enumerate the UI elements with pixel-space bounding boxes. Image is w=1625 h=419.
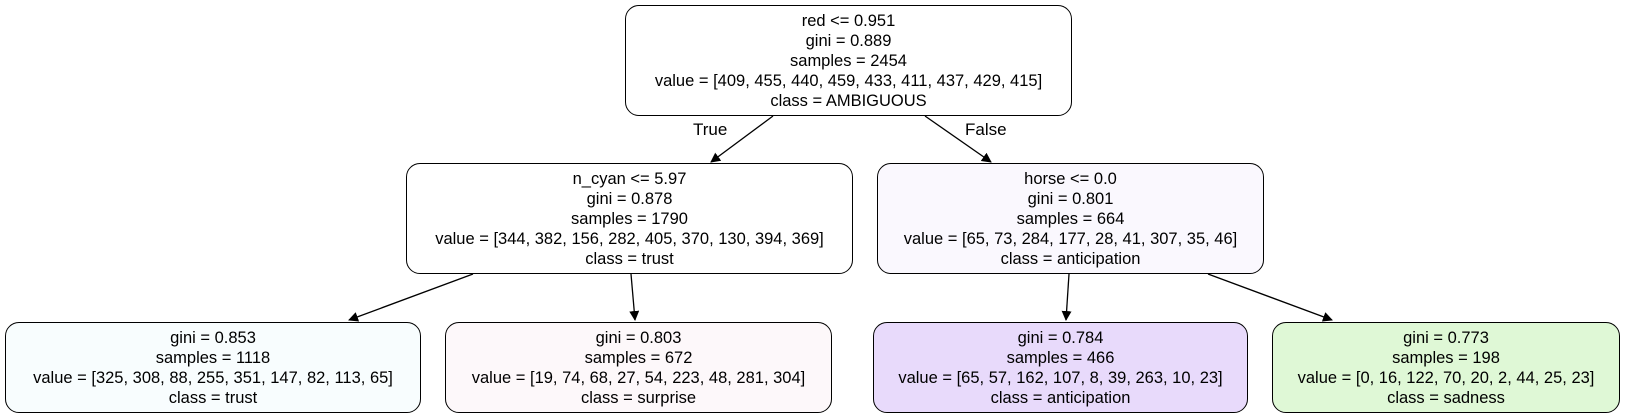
node-class: class = surprise (580, 388, 697, 407)
node-samples: samples = 198 (1392, 348, 1500, 367)
tree-leaf-left-right: gini = 0.803 samples = 672 value = [19, … (445, 322, 832, 413)
node-class: class = sadness (1387, 388, 1505, 407)
tree-node-right: horse <= 0.0 gini = 0.801 samples = 664 … (877, 163, 1264, 274)
node-value: value = [0, 16, 122, 70, 20, 2, 44, 25, … (1297, 368, 1595, 387)
node-split: horse <= 0.0 (1024, 169, 1117, 188)
tree-node-left: n_cyan <= 5.97 gini = 0.878 samples = 17… (406, 163, 853, 274)
node-gini: gini = 0.784 (1017, 328, 1104, 347)
node-gini: gini = 0.853 (170, 328, 256, 347)
edge-right-to-right-right (1207, 273, 1333, 322)
node-gini: gini = 0.878 (586, 189, 673, 208)
node-class: class = AMBIGUOUS (770, 91, 927, 110)
node-samples: samples = 672 (584, 348, 693, 367)
node-class: class = trust (168, 388, 258, 407)
tree-node-root: red <= 0.951 gini = 0.889 samples = 2454… (625, 5, 1072, 116)
node-class: class = anticipation (990, 388, 1131, 407)
node-value: value = [65, 73, 284, 177, 28, 41, 307, … (903, 229, 1238, 248)
edge-root-to-right (924, 115, 992, 163)
node-gini: gini = 0.803 (595, 328, 682, 347)
node-samples: samples = 1790 (571, 209, 688, 228)
edge-label-false: False (965, 120, 1007, 139)
node-gini: gini = 0.801 (1027, 189, 1114, 208)
node-value: value = [409, 455, 440, 459, 433, 411, 4… (654, 71, 1043, 90)
edge-root-to-left (710, 115, 774, 163)
node-gini: gini = 0.889 (805, 31, 892, 50)
node-value: value = [344, 382, 156, 282, 405, 370, 1… (435, 229, 824, 248)
node-value: value = [325, 308, 88, 255, 351, 147, 82… (33, 368, 393, 387)
tree-leaf-right-left: gini = 0.784 samples = 466 value = [65, … (873, 322, 1248, 413)
node-split: n_cyan <= 5.97 (572, 169, 687, 188)
node-samples: samples = 2454 (790, 51, 907, 70)
node-gini: gini = 0.773 (1403, 328, 1489, 347)
tree-leaf-left-left: gini = 0.853 samples = 1118 value = [325… (5, 322, 421, 413)
node-class: class = trust (585, 249, 674, 268)
tree-leaf-right-right: gini = 0.773 samples = 198 value = [0, 1… (1272, 322, 1620, 413)
node-value: value = [65, 57, 162, 107, 8, 39, 263, 1… (898, 368, 1223, 387)
node-split: red <= 0.951 (801, 11, 896, 30)
edge-left-to-left-left (348, 273, 474, 322)
edge-label-true: True (693, 120, 728, 139)
node-samples: samples = 466 (1006, 348, 1115, 367)
edge-left-to-left-right (629, 273, 640, 321)
node-samples: samples = 664 (1016, 209, 1125, 228)
node-class: class = anticipation (1000, 249, 1141, 268)
node-value: value = [19, 74, 68, 27, 54, 223, 48, 28… (471, 368, 806, 387)
node-samples: samples = 1118 (155, 348, 271, 367)
edge-right-to-right-left (1061, 273, 1072, 321)
